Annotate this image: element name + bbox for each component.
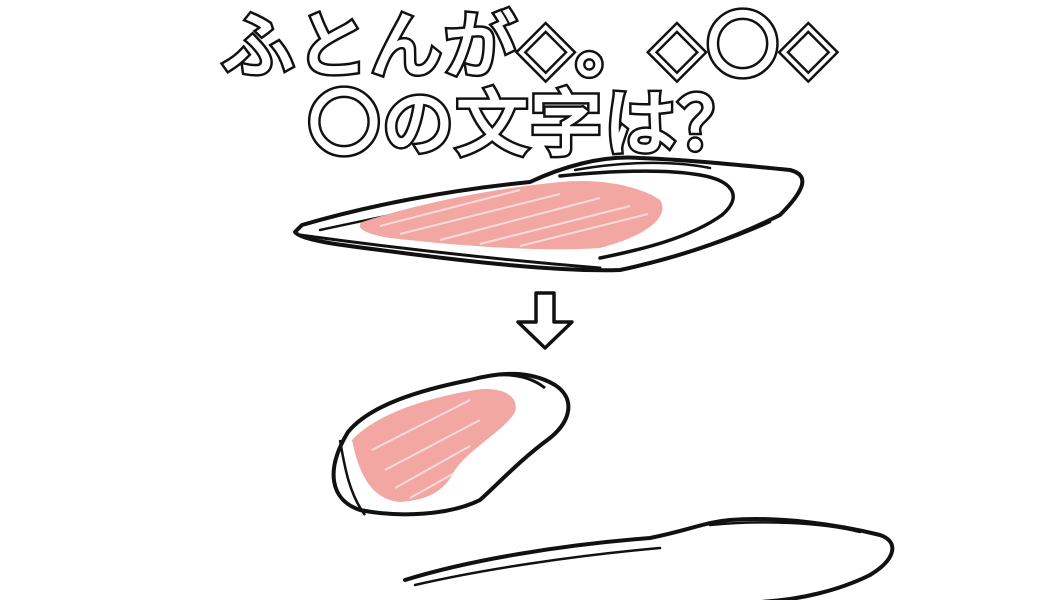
futon-empty-drawing <box>403 517 895 600</box>
quiz-line-1: ふとんが◇。◇〇◇ <box>219 4 839 88</box>
down-arrow-icon <box>516 291 574 350</box>
quiz-line-2: 〇の文字は？ <box>305 82 752 166</box>
futon-flat-drawing <box>293 155 805 273</box>
futon-flying-drawing <box>331 371 571 517</box>
futon-flat-cover <box>359 180 663 250</box>
quiz-title: ふとんが◇。◇〇◇ 〇の文字は？ <box>0 0 1060 166</box>
